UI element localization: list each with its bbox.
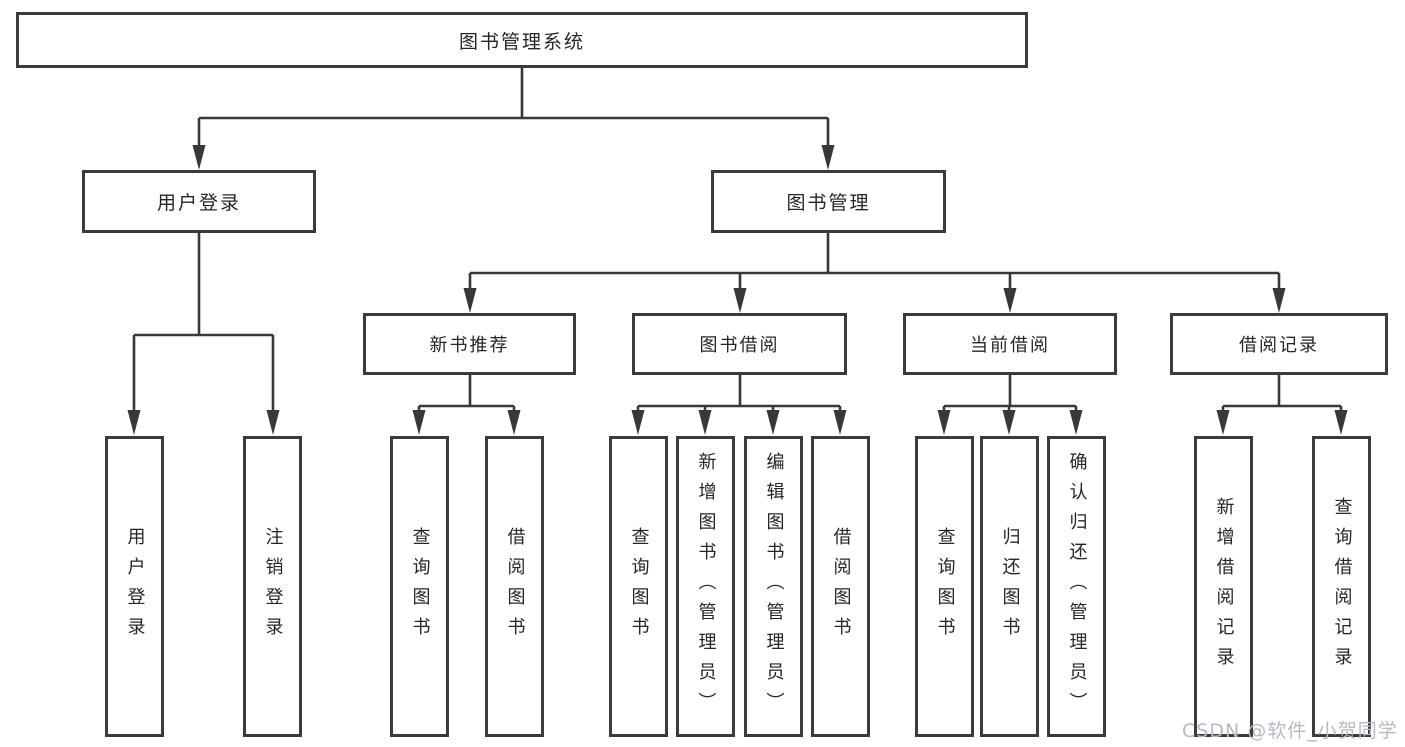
arrowhead (937, 410, 951, 435)
arrowhead (1002, 410, 1016, 435)
arrowhead (833, 410, 847, 435)
connector-book-borrow-to-leaves (631, 375, 847, 435)
node-root-library-system: 图书管理系统 (16, 12, 1028, 68)
arrowhead (1069, 410, 1083, 435)
leaf-return-book: 归还图书 (980, 436, 1039, 737)
watermark: CSDN @软件_小贺同学 (1182, 720, 1398, 742)
arrowhead (266, 410, 280, 435)
connector-book-mgmt-to-level3 (463, 233, 1286, 313)
arrowhead (1003, 288, 1017, 313)
connector-new-rec-to-leaves (412, 375, 521, 435)
leaf-add-book-admin: 新增图书（管理员） (676, 436, 735, 737)
connector-root-to-level2 (192, 68, 835, 170)
leaf-borrow-books: 借阅图书 (811, 436, 870, 737)
leaf-query-books-current: 查询图书 (915, 436, 974, 737)
arrowhead (1216, 410, 1230, 435)
arrowhead (631, 410, 645, 435)
arrowhead (507, 410, 521, 435)
leaf-user-login: 用户登录 (105, 436, 164, 737)
connector-user-login-to-leaves (127, 233, 280, 435)
leaf-query-borrow-record: 查询借阅记录 (1312, 436, 1371, 737)
arrowhead (412, 410, 426, 435)
arrowhead (698, 410, 712, 435)
arrowhead (127, 410, 141, 435)
node-borrowing-records: 借阅记录 (1170, 313, 1388, 375)
arrowhead (733, 288, 747, 313)
arrowhead (1272, 288, 1286, 313)
connector-current-borrow-to-leaves (937, 375, 1083, 435)
leaf-confirm-return-admin: 确认归还（管理员） (1047, 436, 1106, 737)
node-book-borrowing: 图书借阅 (632, 313, 847, 375)
connector-records-to-leaves (1216, 375, 1348, 435)
leaf-query-books-borrowing: 查询图书 (609, 436, 668, 737)
node-user-login: 用户登录 (82, 170, 316, 233)
node-current-borrowing: 当前借阅 (903, 313, 1117, 375)
leaf-logout: 注销登录 (243, 436, 302, 737)
node-new-book-recommend: 新书推荐 (363, 313, 576, 375)
arrowhead (1334, 410, 1348, 435)
arrowhead (463, 288, 477, 313)
leaf-edit-book-admin: 编辑图书（管理员） (744, 436, 803, 737)
leaf-query-books-recommend: 查询图书 (390, 436, 449, 737)
leaf-borrow-books-recommend: 借阅图书 (485, 436, 544, 737)
arrowhead (192, 145, 206, 170)
leaf-add-borrow-record: 新增借阅记录 (1194, 436, 1253, 737)
arrowhead (766, 410, 780, 435)
node-book-management: 图书管理 (711, 170, 946, 233)
arrowhead (821, 145, 835, 170)
